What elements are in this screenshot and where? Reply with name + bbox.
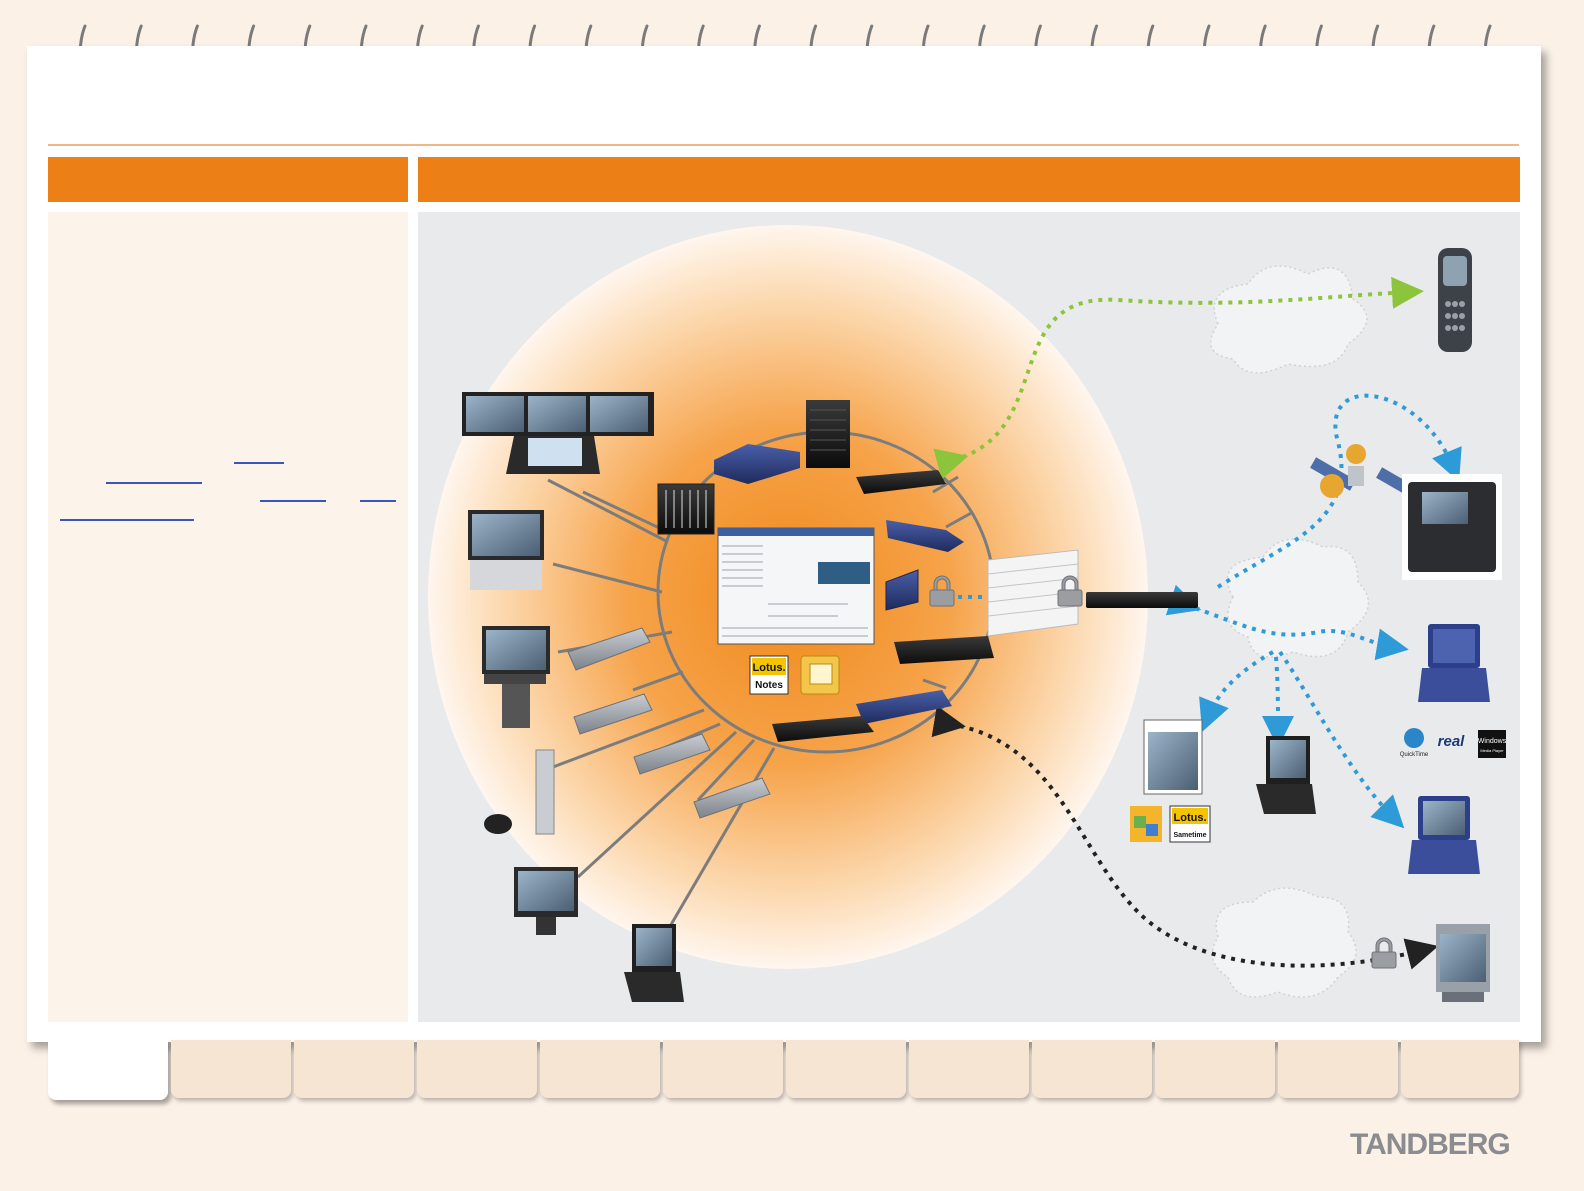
tab-1[interactable]: [48, 1040, 168, 1100]
lotus-notes-icon: Lotus. Notes: [749, 655, 789, 695]
laptop: [1408, 796, 1480, 874]
lock-icon: [1057, 575, 1083, 607]
svg-text:QuickTime: QuickTime: [1400, 752, 1429, 758]
ip-link: [1261, 656, 1294, 748]
cloud-icon: [1211, 887, 1357, 998]
server-unit: [573, 693, 653, 735]
network-diagram: Lotus. Notes: [428, 225, 1507, 1002]
laptop: [1418, 624, 1490, 702]
video-conference-system: [482, 626, 550, 728]
svg-text:Notes: Notes: [755, 680, 783, 691]
content-server-appliance: [894, 636, 994, 664]
lock-icon: [1371, 937, 1397, 969]
tab-7[interactable]: [786, 1040, 906, 1098]
cloud-icon: [1226, 538, 1370, 658]
border-controller-appliance: [1086, 592, 1198, 608]
personal-video-system: [1436, 924, 1490, 1002]
section-tabs: [0, 1040, 1584, 1110]
tab-8[interactable]: [909, 1040, 1029, 1098]
recording-appliance: [856, 690, 952, 724]
desktop-client-screen: [1143, 719, 1203, 795]
svg-text:Lotus.: Lotus.: [1174, 812, 1207, 824]
gatekeeper-appliance: [856, 470, 946, 494]
cloud-icon: [1209, 265, 1368, 374]
ip-link: [1165, 584, 1409, 661]
tab-12[interactable]: [1401, 1040, 1519, 1098]
left-text-panel: [48, 212, 408, 1022]
svg-text:real: real: [1438, 733, 1466, 750]
text-link[interactable]: [234, 462, 284, 464]
svg-text:Media Player: Media Player: [1480, 748, 1504, 753]
mcu-appliance: [714, 444, 800, 484]
video-conference-system: [468, 510, 544, 590]
office-communicator-icon: [1130, 806, 1162, 842]
text-link[interactable]: [60, 519, 194, 521]
satellite-icon: [1310, 444, 1422, 501]
svg-text:Windows: Windows: [1478, 738, 1507, 745]
server-unit: [567, 627, 651, 671]
right-section-header: [418, 157, 1520, 202]
tab-5[interactable]: [540, 1040, 660, 1098]
left-section-header: [48, 157, 408, 202]
streaming-player-logos: QuickTime real Windows Media Player: [1400, 728, 1507, 758]
tab-11[interactable]: [1278, 1040, 1398, 1098]
video-phone: [1256, 736, 1316, 814]
text-link[interactable]: [260, 500, 326, 502]
outlook-calendar-icon: [800, 655, 840, 695]
secure-link: [931, 705, 1439, 970]
ip-link: [1199, 650, 1274, 732]
tab-2[interactable]: [171, 1040, 291, 1098]
svg-text:Lotus.: Lotus.: [753, 662, 786, 674]
telepresence-system: [462, 392, 654, 474]
streaming-appliance: [772, 716, 874, 742]
rack-chassis: [806, 400, 850, 468]
lotus-sametime-icon: Lotus. Sametime: [1169, 805, 1211, 843]
tab-9[interactable]: [1032, 1040, 1152, 1098]
desktop-video-system: [514, 867, 578, 935]
video-phone: [624, 924, 684, 1002]
vcs-appliance: [886, 520, 964, 552]
tab-6[interactable]: [663, 1040, 783, 1098]
tandberg-logo: TANDBERG: [1350, 1128, 1511, 1161]
text-link[interactable]: [360, 500, 396, 502]
management-software-screen: [717, 527, 875, 645]
gateway-device: [885, 569, 919, 611]
firewall-icon: [987, 549, 1079, 637]
text-link[interactable]: [106, 482, 202, 484]
rack-mcu: [657, 483, 715, 535]
server-unit: [693, 777, 771, 819]
tab-10[interactable]: [1155, 1040, 1275, 1098]
server-unit: [633, 733, 711, 775]
tab-4[interactable]: [417, 1040, 537, 1098]
portable-video-case: [1402, 474, 1502, 580]
lock-icon: [929, 575, 955, 607]
codec-and-camera: [484, 749, 555, 835]
tab-3[interactable]: [294, 1040, 414, 1098]
title-rule: [48, 144, 1519, 146]
mobile-link: [933, 276, 1424, 480]
mobile-phone: [1438, 248, 1472, 352]
svg-text:Sametime: Sametime: [1173, 832, 1206, 839]
network-diagram-panel: Lotus. Notes: [418, 212, 1520, 1022]
